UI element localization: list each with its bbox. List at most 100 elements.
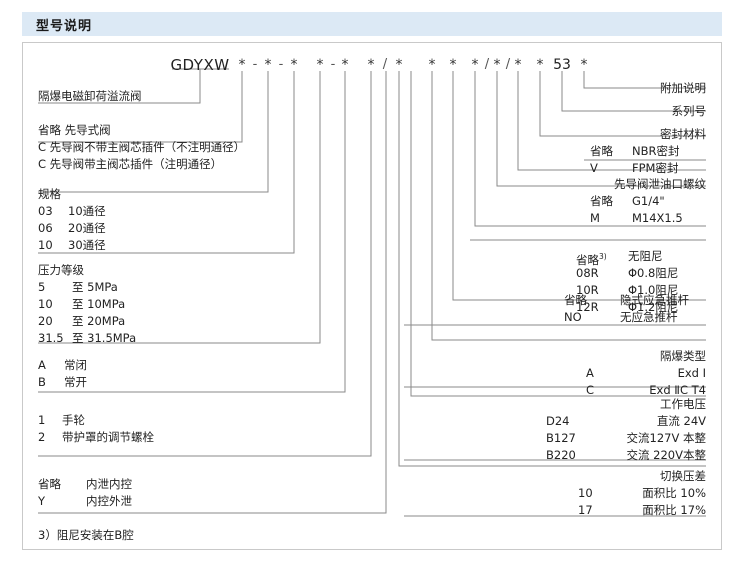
row-text: NBR密封 (632, 144, 680, 158)
row-text: Exd Ⅰ (677, 366, 706, 380)
row-text: 交流 220V本整 (626, 448, 706, 462)
row-text: 面积比 17% (642, 503, 706, 517)
row-text: Φ1.0阻尼 (628, 283, 679, 297)
row-text: 面积比 10% (642, 486, 706, 500)
label-row: 10 面积比 10% (578, 485, 706, 502)
label-adjust-type: 1 手轮 2 带护罩的调节螺栓 (38, 412, 154, 446)
label-series-number: 系列号 (672, 103, 707, 120)
code-token: * (449, 57, 457, 73)
row-code: 10 (38, 238, 53, 252)
group-title: 工作电压 (660, 397, 706, 411)
row-text: 常闭 (64, 358, 87, 372)
row-text: 手轮 (62, 413, 85, 427)
code-token: * (580, 57, 588, 73)
label-row: 省略 G1/4" (590, 193, 706, 210)
row-code: 20 (38, 314, 53, 328)
row-text: 交流127V 本整 (626, 431, 706, 445)
row-code: NO (564, 310, 582, 324)
code-token: * (316, 57, 324, 73)
label-row: 12R Φ1.2阻尼 (576, 299, 706, 316)
label-row: 06 20通径 (38, 220, 106, 237)
label-explosion-proof-type: 隔爆类型 A Exd Ⅰ C Exd ⅡC T4 (586, 348, 706, 399)
code-separator: / (382, 57, 388, 72)
group-title: 先导阀泄油口螺纹 (614, 177, 706, 191)
label-switch-pressure-diff: 切换压差 10 面积比 10% 17 面积比 17% (578, 468, 706, 519)
group-title: 隔爆类型 (660, 349, 706, 363)
row-code: M (590, 211, 600, 225)
code-series-number: 53 (553, 57, 571, 73)
row-code: 省略 (564, 293, 587, 307)
row-text: 带护罩的调节螺栓 (62, 430, 154, 444)
label-row: 2 带护罩的调节螺栓 (38, 429, 154, 446)
row-text: 无应急推杆 (620, 310, 678, 324)
row-code: 03 (38, 204, 53, 218)
row-code: B220 (546, 448, 576, 462)
label-row: 5 至 5MPa (38, 279, 136, 296)
label-row: 1 手轮 (38, 412, 154, 429)
label-size-spec: 规格 03 10通径 06 20通径 10 30通径 (38, 186, 106, 254)
header-band (22, 12, 722, 36)
label-row: V FPM密封 (590, 160, 706, 177)
label-pilot-type: 省略 先导式阀 C 先导阀不带主阀芯插件（不注明通径） C 先导阀带主阀芯插件（… (38, 122, 245, 173)
label-normal-state: A 常闭 B 常开 (38, 357, 87, 391)
row-code: 10R (576, 283, 599, 297)
row-code: 省略 (590, 194, 613, 208)
label-seal-material: 密封材料 省略 NBR密封 V FPM密封 (590, 126, 706, 177)
group-title: 规格 (38, 187, 61, 201)
code-token: * (395, 57, 403, 73)
row-text: 直流 24V (656, 414, 706, 428)
row-code: 12R (576, 300, 599, 314)
label-additional-note: 附加说明 (660, 80, 706, 97)
label-row: 31.5 至 31.5MPa (38, 330, 136, 347)
group-title: 切换压差 (660, 469, 706, 483)
row-code: 31.5 (38, 331, 64, 345)
label-row: B220 交流 220V本整 (546, 447, 706, 464)
row-code: B (38, 375, 46, 389)
code-token: * (290, 57, 298, 73)
row-text: 无阻尼 (628, 249, 663, 263)
code-token: * (471, 57, 479, 73)
row-code: 2 (38, 430, 46, 444)
label-row: 10R Φ1.0阻尼 (576, 282, 706, 299)
row-text: Φ0.8阻尼 (628, 266, 679, 280)
row-text: Exd ⅡC T4 (649, 383, 706, 397)
label-working-voltage: 工作电压 D24 直流 24V B127 交流127V 本整 B220 交流 2… (546, 396, 706, 464)
page-title: 型号说明 (36, 19, 93, 34)
row-code: V (590, 161, 598, 175)
row-text: 至 31.5MPa (72, 331, 137, 345)
label-pressure-rating: 压力等级 5 至 5MPa 10 至 10MPa 20 至 20MPa 31.5… (38, 262, 136, 347)
row-text: 至 10MPa (72, 297, 126, 311)
code-token: * (493, 57, 501, 73)
code-token: * (514, 57, 522, 73)
row-code: A (38, 358, 46, 372)
group-title: 密封材料 (660, 127, 706, 141)
code-separator: - (252, 57, 258, 72)
row-code: D24 (546, 414, 570, 428)
label-row: A Exd Ⅰ (586, 365, 706, 382)
label-row: 10 30通径 (38, 237, 106, 254)
label-pilot-drain-thread: 先导阀泄油口螺纹 省略 G1/4" M M14X1.5 (590, 176, 706, 227)
label-drain-control: 省略 内泄内控 Y 内控外泄 (38, 476, 132, 510)
model-code-row: GDYXW * - * - * * - * * / * * * * / * / … (0, 56, 744, 76)
code-separator: - (278, 57, 284, 72)
row-code: 1 (38, 413, 46, 427)
label-row: 08R Φ0.8阻尼 (576, 265, 706, 282)
row-text: 30通径 (68, 238, 106, 252)
code-token: * (238, 57, 246, 73)
code-token: * (341, 57, 349, 73)
code-token: * (536, 57, 544, 73)
label-row: 03 10通径 (38, 203, 106, 220)
label-row: B127 交流127V 本整 (546, 430, 706, 447)
label-product-name: 隔爆电磁卸荷溢流阀 (38, 88, 142, 105)
row-text: 至 5MPa (72, 280, 118, 294)
row-code: 17 (578, 503, 593, 517)
code-separator: / (484, 57, 490, 72)
model-code-name: GDYXW (170, 56, 230, 74)
row-text: 隐式应急推杆 (620, 293, 689, 307)
code-token: * (367, 57, 375, 73)
label-row: 17 面积比 17% (578, 502, 706, 519)
label-damping: 省略3) 无阻尼 08R Φ0.8阻尼 10R Φ1.0阻尼 12R Φ1.2阻… (576, 248, 706, 316)
row-text: Φ1.2阻尼 (628, 300, 679, 314)
row-text: 常开 (64, 375, 87, 389)
row-code: 5 (38, 280, 46, 294)
